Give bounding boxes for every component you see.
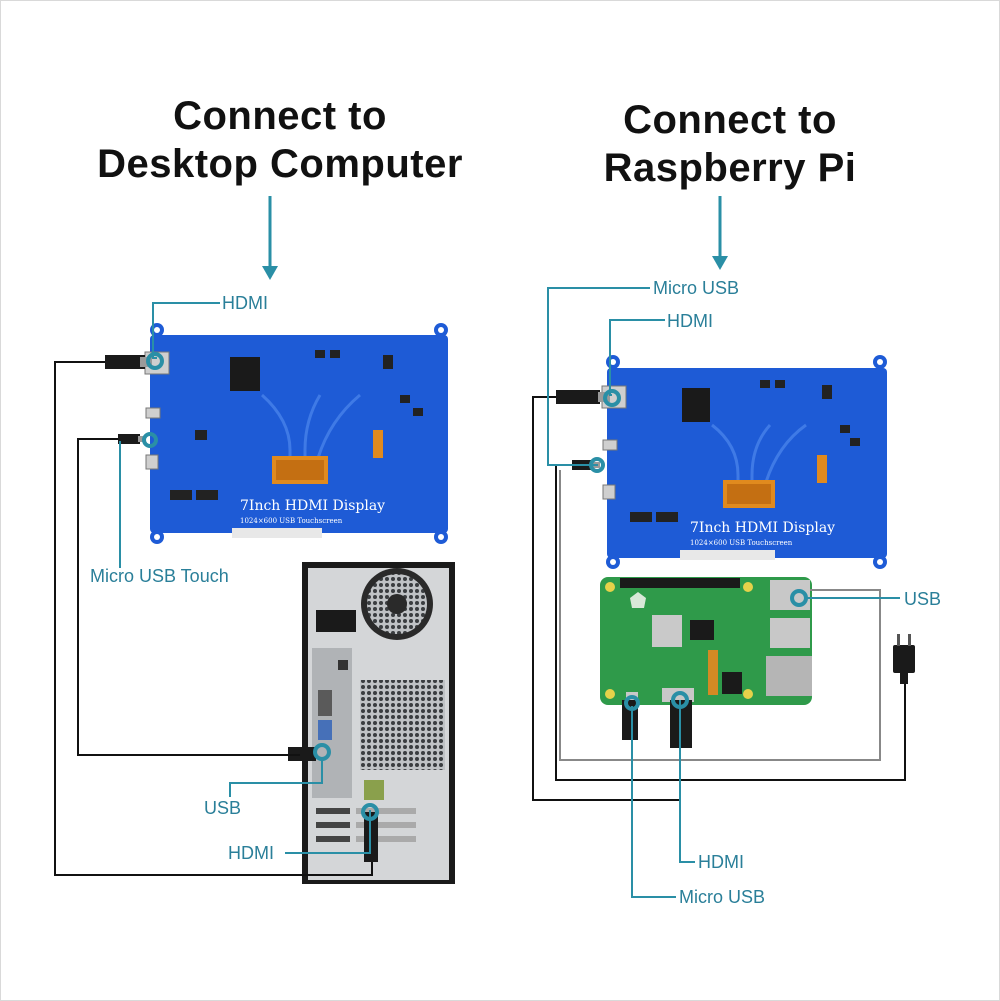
power-adapter <box>893 634 915 684</box>
right-label-usb: USB <box>904 589 942 609</box>
left-hdmi-plug <box>105 355 152 369</box>
right-display-board: 7Inch HDMI Display 1024×600 USB Touchscr… <box>601 355 887 569</box>
right-label-micro-usb-bottom: Micro USB <box>679 887 766 907</box>
right-label-micro-usb-top: Micro USB <box>653 278 740 298</box>
left-microusb-plug <box>118 434 146 444</box>
left-label-hdmi-top: HDMI <box>222 293 268 313</box>
left-title-line1: Connect to <box>173 94 387 138</box>
left-title: Connect to Desktop Computer <box>60 92 500 188</box>
right-down-arrow <box>712 196 728 270</box>
raspberry-pi-board <box>600 577 812 705</box>
left-label-micro-usb-touch: Micro USB Touch <box>90 566 229 586</box>
right-board-silk-title: 7Inch HDMI Display <box>690 520 835 536</box>
right-title: Connect to Raspberry Pi <box>560 96 900 192</box>
left-wires <box>54 361 373 876</box>
left-label-hdmi-bottom: HDMI <box>228 843 274 863</box>
left-callouts <box>119 302 371 854</box>
desktop-computer-tower <box>288 562 455 884</box>
right-board-silk-sub: 1024×600 USB Touchscreen <box>690 539 793 547</box>
left-board-silk-title: 7Inch HDMI Display <box>240 498 385 514</box>
right-hdmi-plug <box>556 390 610 404</box>
right-wires-grey <box>559 470 881 761</box>
left-port-rings <box>142 352 379 821</box>
right-port-rings <box>589 389 808 711</box>
right-title-line1: Connect to <box>623 98 837 142</box>
left-display-board: 7Inch HDMI Display 1024×600 USB Touchscr… <box>144 323 448 544</box>
right-callouts <box>547 287 900 898</box>
left-title-line2: Desktop Computer <box>97 142 463 186</box>
right-label-hdmi-bottom: HDMI <box>698 852 744 872</box>
left-label-usb: USB <box>204 798 242 818</box>
left-down-arrow <box>262 196 278 280</box>
left-board-silk-sub: 1024×600 USB Touchscreen <box>240 517 343 525</box>
right-label-hdmi-top: HDMI <box>667 311 713 331</box>
right-title-line2: Raspberry Pi <box>603 146 857 190</box>
